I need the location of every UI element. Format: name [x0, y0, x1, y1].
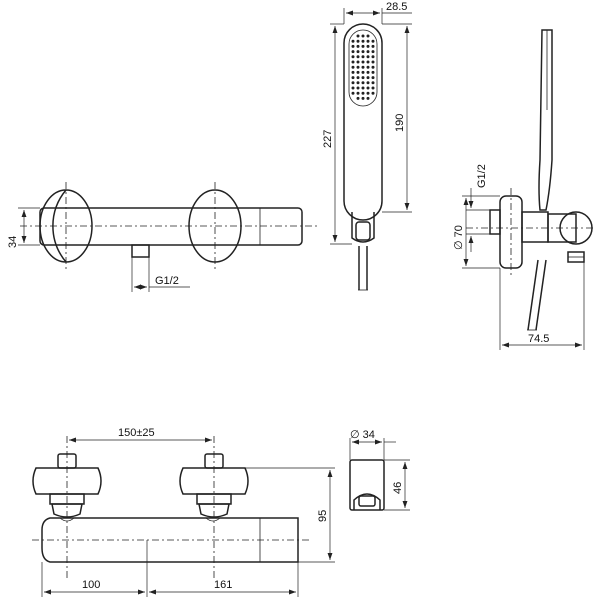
top-body	[41, 517, 299, 563]
nozzle-dot	[361, 60, 365, 64]
nozzle-dot	[371, 81, 375, 85]
nozzle-dot	[356, 86, 360, 90]
dim-top-height: 95	[317, 510, 329, 522]
dim-hand-head: 190	[394, 114, 406, 132]
nozzle-dot	[366, 60, 370, 64]
nozzle-dot	[356, 55, 360, 59]
hand-shower-head	[343, 23, 383, 221]
nozzle-dot	[351, 44, 355, 48]
dim-holder-height: 46	[392, 482, 404, 494]
nozzle-dot	[366, 65, 370, 69]
nozzle-dot	[356, 50, 360, 54]
nozzle-dot	[351, 60, 355, 64]
nozzle-dot	[371, 91, 375, 95]
nozzle-dot	[371, 44, 375, 48]
spray-nozzles	[351, 34, 375, 100]
top-view: 150±25 95 100 161	[32, 427, 335, 597]
nozzle-dot	[351, 65, 355, 69]
nozzle-dot	[361, 50, 365, 54]
holder-view: ∅ 34 46	[349, 429, 410, 511]
nozzle-dot	[371, 39, 375, 43]
nozzle-dot	[371, 76, 375, 80]
nozzle-dot	[351, 91, 355, 95]
dim-side-diameter: ∅ 70	[453, 225, 465, 250]
nozzle-dot	[356, 39, 360, 43]
nozzle-dot	[351, 76, 355, 80]
nozzle-dot	[371, 55, 375, 59]
nozzle-dot	[361, 86, 365, 90]
nozzle-dot	[351, 50, 355, 54]
nozzle-dot	[361, 65, 365, 69]
nozzle-dot	[371, 70, 375, 74]
nozzle-dot	[356, 60, 360, 64]
nozzle-dot	[351, 81, 355, 85]
dim-holder-diameter: ∅ 34	[350, 429, 375, 441]
nozzle-dot	[366, 81, 370, 85]
nozzle-dot	[351, 39, 355, 43]
nozzle-dot	[361, 96, 365, 100]
nozzle-dot	[366, 70, 370, 74]
nozzle-dot	[366, 91, 370, 95]
nozzle-dot	[366, 86, 370, 90]
nozzle-dot	[356, 44, 360, 48]
nozzle-dot	[361, 39, 365, 43]
dim-side-depth: 74.5	[528, 333, 549, 345]
dim-front-height: 34	[7, 236, 19, 248]
nozzle-dot	[356, 81, 360, 85]
hand-shower-bracket	[351, 212, 375, 243]
dim-front-thread: G1/2	[155, 275, 179, 287]
top-left-handle	[32, 453, 102, 518]
nozzle-dot	[356, 70, 360, 74]
nozzle-dot	[356, 91, 360, 95]
side-view: G1/2 ∅ 70 74.5	[453, 29, 596, 350]
nozzle-dot	[366, 55, 370, 59]
dim-top-right: 161	[214, 579, 232, 591]
side-hand-shower	[538, 29, 553, 211]
dim-top-centers: 150±25	[118, 427, 155, 439]
nozzle-dot	[361, 44, 365, 48]
dim-side-thread: G1/2	[476, 164, 488, 188]
nozzle-dot	[371, 86, 375, 90]
nozzle-dot	[366, 44, 370, 48]
hand-shower-view: 28.5 227 190	[322, 1, 412, 291]
nozzle-dot	[366, 76, 370, 80]
nozzle-dot	[356, 65, 360, 69]
nozzle-dot	[366, 39, 370, 43]
nozzle-dot	[361, 70, 365, 74]
nozzle-dot	[361, 34, 365, 38]
nozzle-dot	[371, 50, 375, 54]
nozzle-dot	[371, 60, 375, 64]
nozzle-dot	[361, 91, 365, 95]
nozzle-dot	[356, 34, 360, 38]
nozzle-dot	[361, 76, 365, 80]
nozzle-dot	[361, 81, 365, 85]
dim-top-left: 100	[82, 579, 100, 591]
dim-hand-width: 28.5	[386, 1, 407, 13]
front-outlet	[131, 244, 150, 258]
nozzle-dot	[371, 65, 375, 69]
nozzle-dot	[366, 50, 370, 54]
nozzle-dot	[356, 76, 360, 80]
front-view: 34 G1/2	[7, 182, 318, 292]
front-body	[39, 207, 303, 246]
nozzle-dot	[351, 70, 355, 74]
side-body	[521, 211, 549, 243]
nozzle-dot	[351, 86, 355, 90]
holder-body	[349, 459, 385, 511]
nozzle-dot	[366, 34, 370, 38]
nozzle-dot	[356, 96, 360, 100]
dim-hand-total: 227	[322, 130, 334, 148]
nozzle-dot	[361, 55, 365, 59]
nozzle-dot	[351, 55, 355, 59]
nozzle-dot	[366, 96, 370, 100]
